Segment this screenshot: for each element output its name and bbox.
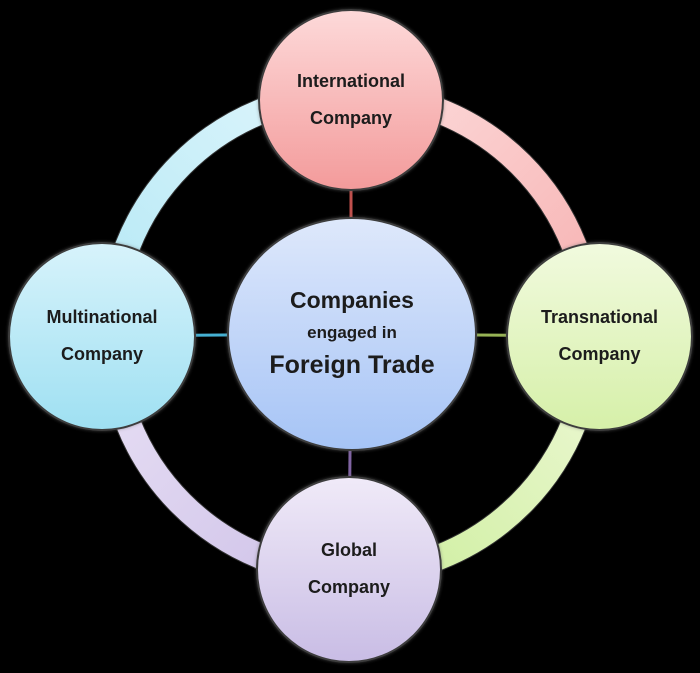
node-global-company: Global Company: [256, 476, 442, 663]
node-label-line1: Multinational: [46, 307, 158, 328]
node-label-line1: Global: [320, 540, 377, 561]
hub-title: Companies: [290, 287, 414, 314]
node-transnational-company: Transnational Company: [506, 242, 693, 431]
node-label-line2: Company: [309, 107, 392, 128]
node-label-line1: International: [296, 70, 405, 91]
node-label-line2: Company: [60, 344, 143, 364]
hub-topic: Foreign Trade: [269, 351, 435, 380]
node-label-line2: Company: [558, 344, 641, 364]
node-international-company: International Company: [258, 9, 444, 191]
node-label-line2: Company: [307, 577, 390, 597]
hub-subtitle: engaged in: [307, 322, 397, 342]
node-center-hub: Companies engaged in Foreign Trade: [227, 217, 477, 451]
node-label-line1: Transnational: [540, 307, 659, 328]
node-multinational-company: Multinational Company: [8, 242, 196, 431]
